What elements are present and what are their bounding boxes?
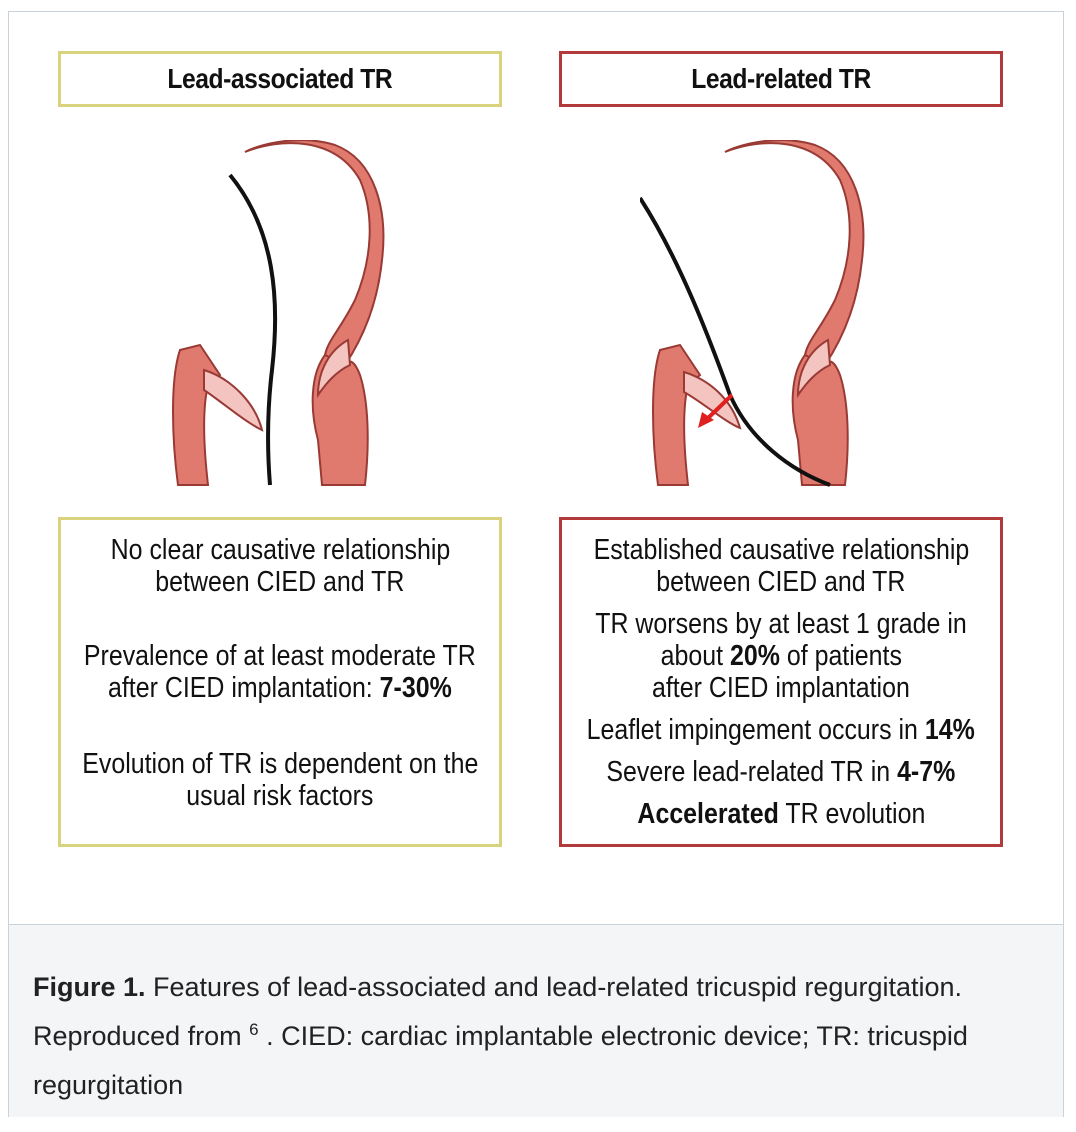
right-line-1: Established causative relationship	[593, 534, 969, 566]
left-right-leaflet	[316, 338, 352, 399]
right-line-5: after CIED implantation	[652, 672, 910, 704]
right-line-7: Severe lead-related TR in 4-7%	[607, 756, 956, 788]
left-title-box: Lead-associated TR	[58, 51, 502, 107]
left-upper-wall	[244, 140, 385, 367]
left-description-box: No clear causative relationship between …	[58, 517, 502, 847]
left-left-leaflet	[203, 368, 264, 432]
right-title: Lead-related TR	[691, 63, 871, 94]
left-line-3: Prevalence of at least moderate TR	[84, 640, 476, 672]
right-line-4-text-a: about	[660, 640, 730, 672]
right-line-6: Leaflet impingement occurs in 14%	[587, 714, 975, 746]
right-accelerated-label: Accelerated	[637, 798, 779, 830]
right-upper-wall	[724, 140, 865, 367]
right-line-4-text-c: of patients	[779, 640, 902, 672]
impingement-arrow-line	[704, 393, 734, 422]
right-line-4: about 20% of patients	[660, 640, 901, 672]
caption-label: Figure 1.	[33, 972, 146, 1002]
right-title-box: Lead-related TR	[559, 51, 1003, 107]
right-left-wall	[652, 343, 702, 486]
impingement-arrow-head	[698, 412, 714, 428]
caption-text-part-1: Features of lead-associated and lead-rel…	[33, 972, 963, 1051]
left-line-6: usual risk factors	[186, 780, 374, 812]
right-right-leaflet	[796, 338, 832, 399]
left-heart-illustration	[172, 140, 385, 486]
right-description-box: Established causative relationship betwe…	[559, 517, 1003, 847]
left-left-wall	[172, 343, 222, 486]
right-line-2: between CIED and TR	[656, 566, 906, 598]
caption-text: Figure 1. Features of lead-associated an…	[33, 963, 1023, 1110]
right-right-wall	[791, 353, 849, 486]
left-line-5: Evolution of TR is dependent on the	[81, 748, 479, 780]
right-heart-illustration	[640, 140, 865, 487]
left-line-2: between CIED and TR	[155, 566, 405, 598]
left-right-wall	[311, 353, 369, 486]
left-line-4: after CIED implantation: 7-30%	[108, 672, 452, 704]
right-severe-value: 4-7%	[897, 756, 956, 788]
left-line-1: No clear causative relationship	[110, 534, 450, 566]
right-lead-wire	[640, 196, 831, 487]
right-worsening-value: 20%	[729, 640, 780, 672]
caption-text-part-2: . CIED: cardiac implantable electronic d…	[33, 1021, 968, 1100]
left-line-4-text: after CIED implantation:	[108, 672, 380, 704]
figure-caption: Figure 1. Features of lead-associated an…	[9, 924, 1063, 1117]
right-impingement-value: 14%	[925, 714, 976, 746]
right-left-leaflet	[683, 370, 742, 430]
left-lead-wire	[228, 173, 278, 486]
right-line-8: Accelerated TR evolution	[637, 798, 925, 830]
right-line-6-text: Leaflet impingement occurs in	[586, 714, 926, 746]
right-line-8-text: TR evolution	[778, 798, 925, 830]
right-line-7-text: Severe lead-related TR in	[606, 756, 898, 788]
left-prevalence-value: 7-30%	[379, 672, 452, 704]
caption-reference-link[interactable]: 6	[249, 1020, 259, 1039]
right-line-3: TR worsens by at least 1 grade in	[595, 608, 967, 640]
left-title: Lead-associated TR	[167, 63, 393, 94]
